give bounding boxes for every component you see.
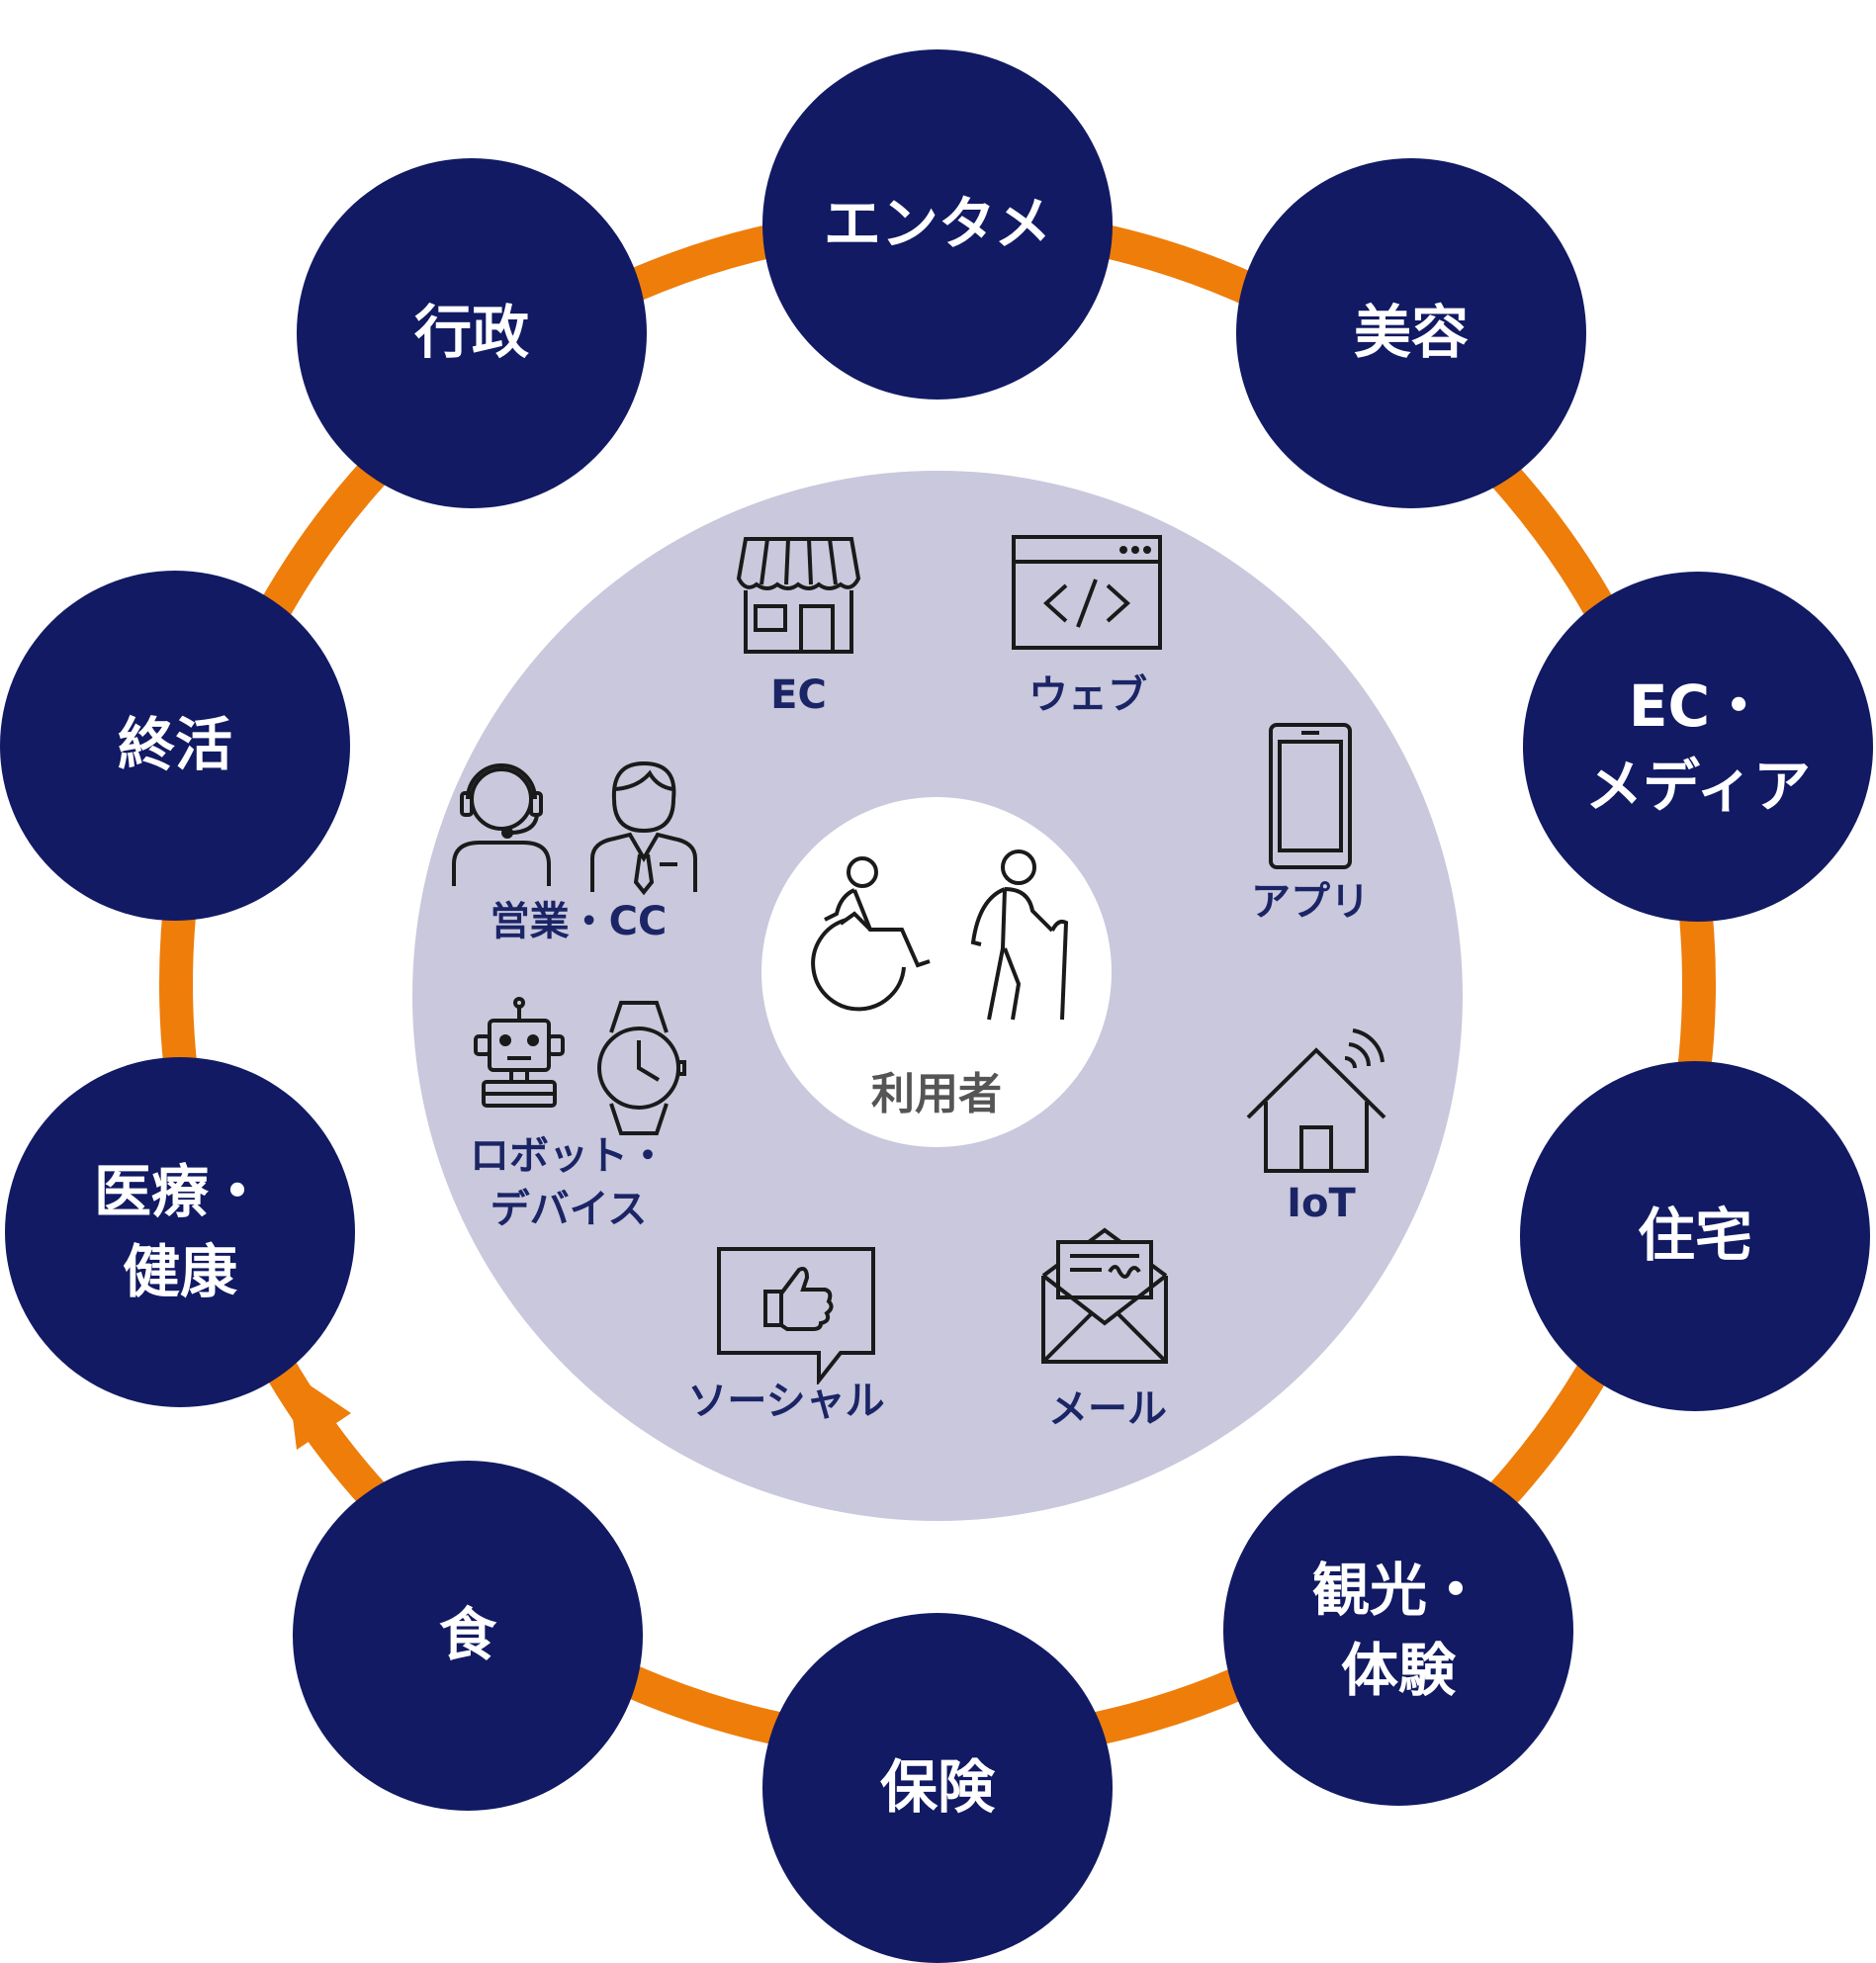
industry-node-government: 行政: [297, 158, 647, 508]
browser-code-icon: [1012, 535, 1162, 650]
channel-label-sales-cc: 営業・CC: [490, 899, 668, 944]
channel-label-social: ソーシャル: [687, 1379, 885, 1424]
industry-node-end-of-life: 終活: [0, 571, 350, 921]
call-center-operator-icon: [452, 763, 551, 886]
industry-node-ec-media: EC・ メディア: [1523, 572, 1873, 922]
wheelchair-user-icon: [811, 856, 931, 1012]
cycle-arrowhead: [287, 1370, 351, 1450]
channel-label-web: ウェブ: [1028, 672, 1147, 718]
user-label: 利用者: [871, 1069, 1002, 1119]
elderly-person-with-cane-icon: [970, 849, 1069, 1021]
smart-home-icon: [1246, 1028, 1386, 1173]
industry-node-tourism-experience: 観光・ 体験: [1223, 1456, 1573, 1806]
envelope-icon: [1041, 1227, 1168, 1364]
salesperson-icon: [590, 760, 697, 896]
smartphone-icon: [1269, 723, 1352, 869]
channel-label-mail: メール: [1048, 1386, 1167, 1432]
industry-node-medical-health: 医療・ 健康: [5, 1057, 355, 1407]
thumbs-up-speech-bubble-icon: [717, 1247, 875, 1384]
industry-node-housing: 住宅: [1520, 1061, 1870, 1411]
channel-label-iot: IoT: [1287, 1181, 1356, 1226]
industry-node-entertainment: エンタメ: [762, 49, 1113, 400]
storefront-icon: [736, 537, 861, 654]
industry-node-food: 食: [293, 1461, 643, 1811]
wristwatch-icon: [597, 1001, 686, 1135]
robot-icon: [474, 997, 565, 1108]
industry-node-beauty: 美容: [1236, 158, 1586, 508]
channel-label-robot-device: ロボット・ デバイス: [470, 1133, 668, 1232]
channel-label-app: アプリ: [1251, 879, 1370, 925]
industry-node-insurance: 保険: [762, 1613, 1113, 1963]
user-center-circle: [761, 797, 1112, 1147]
channel-label-ec: EC: [770, 672, 827, 718]
